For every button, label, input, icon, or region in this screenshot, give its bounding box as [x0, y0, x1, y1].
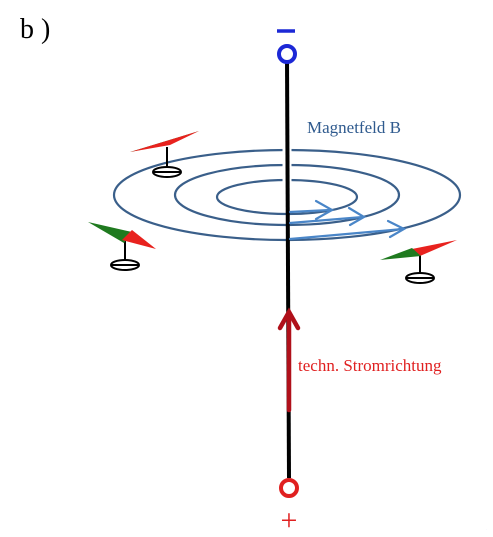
- part-label: b ): [20, 14, 50, 45]
- current-label: techn. Stromrichtung: [298, 356, 442, 375]
- needle-north: [130, 131, 199, 152]
- needle-north: [122, 230, 156, 249]
- bottom-terminal-sign: +: [281, 504, 298, 537]
- compass-needle-right: [380, 240, 457, 284]
- field-direction-arrows: [288, 199, 407, 241]
- needle-south: [88, 222, 132, 243]
- negative-terminal: [277, 29, 297, 64]
- wire: [285, 59, 291, 479]
- compass-needle-left: [88, 222, 156, 271]
- needle-north: [412, 240, 457, 256]
- field-label: Magnetfeld B: [307, 118, 401, 137]
- positive-terminal: [279, 478, 299, 498]
- field-arrow-outer: [288, 219, 407, 241]
- field-arrow-inner: [288, 199, 335, 221]
- needle-south: [380, 248, 421, 260]
- top-terminal-sign: –: [486, 529, 487, 531]
- current-arrow: [277, 307, 301, 413]
- compass-needle-top-left: [130, 131, 199, 178]
- field-arrow-middle: [288, 206, 367, 227]
